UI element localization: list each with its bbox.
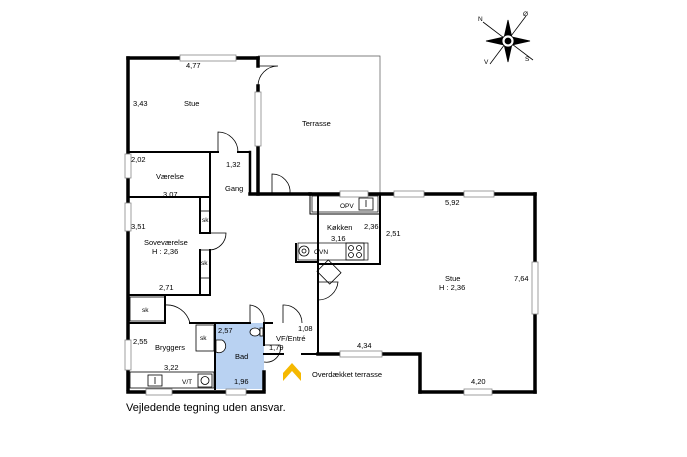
dim-sove-depth: 3,51 xyxy=(131,222,146,231)
room-label-vaerelse: Værelse xyxy=(156,172,184,181)
room-label-terrasse: Terrasse xyxy=(302,119,331,128)
dim-koekken-side: 2,51 xyxy=(386,229,401,238)
room-label-overdaekket: Overdækket terrasse xyxy=(312,370,382,379)
windows xyxy=(124,54,539,396)
stove-icon xyxy=(345,242,365,261)
closet-label-3: sk xyxy=(142,307,149,314)
dim-entre-width: 1,08 xyxy=(298,324,313,333)
dim-bad-depth: 2,57 xyxy=(218,326,233,335)
compass-rose-icon xyxy=(482,15,534,65)
closet-label-1: sk xyxy=(202,217,209,224)
room-label-vf-entre: VF/Entré xyxy=(276,334,306,343)
closet-label-2: sk xyxy=(201,260,208,267)
room-label-koekken: Køkken xyxy=(327,223,352,232)
dim-bryggers-width: 3,22 xyxy=(164,363,179,372)
toilet-icon xyxy=(249,327,264,337)
room-label-stue-main: Stue xyxy=(445,274,460,283)
kitchen-sink-icon xyxy=(358,197,374,211)
compass-east: Ø xyxy=(523,11,528,18)
dim-bryggers-depth: 2,55 xyxy=(133,337,148,346)
dim-entre-depth: 1,79 xyxy=(269,343,284,352)
fixture-label-ovn: OVN xyxy=(314,249,328,256)
dim-stue-main-bottom: 4,20 xyxy=(471,377,486,386)
bathroom-sink-icon xyxy=(215,339,227,354)
dim-koekken-depth: 2,36 xyxy=(364,222,379,231)
dim-bad-width: 1,96 xyxy=(234,377,249,386)
fixture-label-opv: OPV xyxy=(340,203,354,210)
dim-stue-main-width: 5,92 xyxy=(445,198,460,207)
room-label-sovevaerelse: Soveværelse xyxy=(144,238,188,247)
washer-icon xyxy=(197,373,213,388)
closet-outlines xyxy=(129,210,215,389)
dim-vaerelse-depth: 2,02 xyxy=(131,155,146,164)
dim-sove-width: 2,71 xyxy=(159,283,174,292)
doors xyxy=(164,65,339,363)
dim-stue-main-depth: 7,64 xyxy=(514,274,529,283)
dim-vaerelse-width: 3,07 xyxy=(163,190,178,199)
fixture-label-vt: V/T xyxy=(182,379,192,386)
closet-label-4: sk xyxy=(200,335,207,342)
dim-koekken-width: 3,16 xyxy=(331,234,346,243)
terrace-outline xyxy=(258,55,381,194)
fridge-icon xyxy=(316,259,342,285)
dim-gang-width: 1,32 xyxy=(226,160,241,169)
room-label-bryggers: Bryggers xyxy=(155,343,185,352)
dim-stue-top-width: 4,77 xyxy=(186,61,201,70)
room-height-stue-main: H : 2,36 xyxy=(439,283,465,292)
entrance-arrow-icon xyxy=(283,363,301,381)
laundry-sink-icon xyxy=(147,374,163,387)
room-label-gang: Gang xyxy=(225,184,243,193)
room-height-sovevaerelse: H : 2,36 xyxy=(152,247,178,256)
room-label-stue-top: Stue xyxy=(184,99,199,108)
compass-north: N xyxy=(478,16,483,23)
disclaimer-text: Vejledende tegning uden ansvar. xyxy=(126,402,286,414)
dim-overdaekket-width: 4,34 xyxy=(357,341,372,350)
compass-south: S xyxy=(525,56,530,63)
room-label-bad: Bad xyxy=(235,352,248,361)
compass-west: V xyxy=(484,59,489,66)
oven-fan-icon xyxy=(298,245,310,257)
dim-stue-top-depth: 3,43 xyxy=(133,99,148,108)
